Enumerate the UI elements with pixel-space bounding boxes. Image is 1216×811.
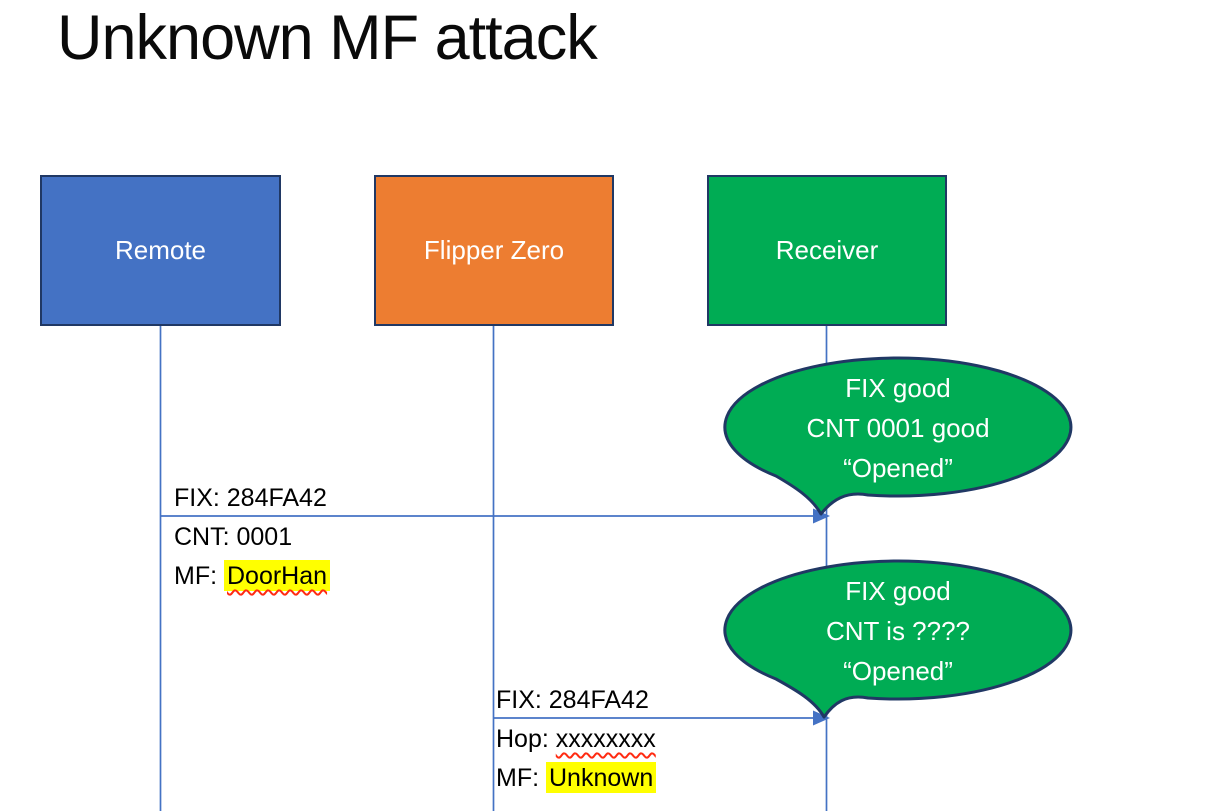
field-prefix: Hop: (496, 725, 556, 753)
actor-label-remote: Remote (114, 235, 207, 265)
message-1-labels: FIX: 284FA42 CNT: 0001 MF: DoorHan (174, 479, 331, 596)
callout-1-line-2: CNT 0001 good (806, 413, 990, 443)
callout-2-bubble (723, 559, 1073, 719)
message-arrow-2-arrowhead-icon (813, 710, 830, 726)
message-1-mf-line: MF: DoorHan (174, 557, 331, 596)
message-2-mf-line: MF: Unknown (496, 759, 657, 798)
callout-1-bubble (723, 356, 1073, 516)
field-value-squiggle: xxxxxxxx (555, 725, 656, 753)
callout-2-line-2: CNT is ???? (825, 616, 971, 646)
field-value-highlighted: DoorHan (224, 560, 331, 591)
message-2-labels: FIX: 284FA42 Hop: xxxxxxxx MF: Unknown (496, 681, 657, 798)
actor-box-flipper-zero: Flipper Zero (374, 175, 614, 326)
message-2-hop-line: Hop: xxxxxxxx (496, 720, 656, 759)
message-1-fix-line: FIX: 284FA42 (174, 484, 327, 512)
callout-2-line-3: “Opened” (843, 656, 953, 686)
message-arrow-1-arrowhead-icon (813, 508, 830, 524)
callout-2-line-1: FIX good (845, 576, 951, 606)
callout-2-text: FIX good CNT is ???? “Opened” (725, 571, 1071, 691)
callout-1-line-3: “Opened” (843, 453, 953, 483)
slide-title: Unknown MF attack (57, 3, 598, 73)
actor-box-remote: Remote (40, 175, 281, 326)
callout-1-line-1: FIX good (845, 373, 951, 403)
callout-1-text: FIX good CNT 0001 good “Opened” (725, 368, 1071, 488)
actor-label-flipper-zero: Flipper Zero (423, 235, 565, 265)
field-prefix: CNT: (174, 523, 237, 551)
field-value: 0001 (236, 523, 293, 551)
field-prefix: MF: (496, 764, 546, 792)
actor-box-receiver: Receiver (707, 175, 947, 326)
message-2-fix-line: FIX: 284FA42 (496, 686, 649, 714)
actor-label-receiver: Receiver (775, 235, 879, 265)
message-1-cnt-line: CNT: 0001 (174, 518, 330, 557)
field-value-highlighted: Unknown (546, 762, 657, 793)
field-prefix: MF: (174, 562, 224, 590)
